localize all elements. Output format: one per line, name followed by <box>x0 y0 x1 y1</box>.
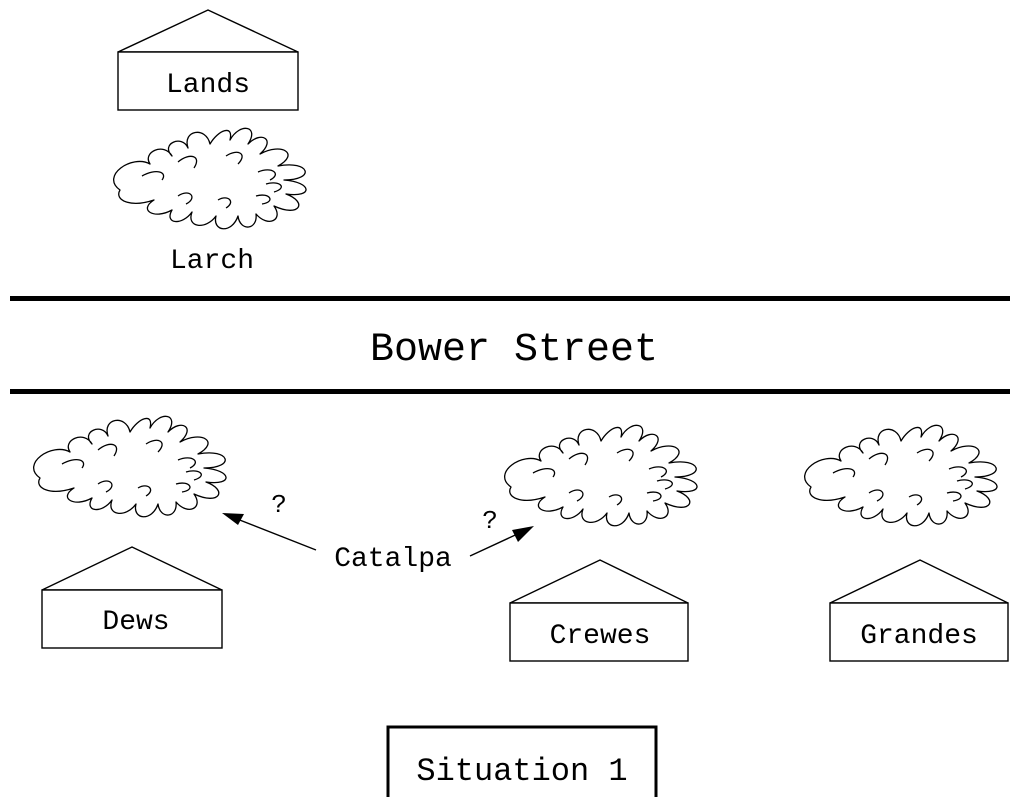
arrow-left-head <box>222 513 244 525</box>
tree-crewes-side <box>503 424 698 527</box>
street-bottom-edge <box>10 389 1010 394</box>
catalpa-label: Catalpa <box>334 544 452 575</box>
house-lands: Lands <box>117 9 299 111</box>
house-crewes-label: Crewes <box>550 621 651 652</box>
tree-larch: Larch <box>112 127 307 277</box>
street-top-edge <box>10 296 1010 301</box>
house-crewes-box <box>509 602 689 662</box>
house-dews-box <box>41 589 223 649</box>
tree-dews-side <box>32 415 227 518</box>
caption-text: Situation 1 <box>416 753 627 790</box>
catalpa-group: Catalpa ? ? <box>222 490 534 575</box>
house-lands-box <box>117 51 299 111</box>
arrow-right-head <box>512 526 534 542</box>
arrow-right-question: ? <box>482 506 498 536</box>
house-dews: Dews <box>41 546 223 649</box>
caption-box: Situation 1 <box>386 725 658 797</box>
house-lands-label: Lands <box>166 70 250 101</box>
house-dews-label: Dews <box>102 607 169 638</box>
house-grandes: Grandes <box>829 559 1009 662</box>
house-grandes-box <box>829 602 1009 662</box>
caption-frame <box>386 725 658 797</box>
house-grandes-label: Grandes <box>860 621 978 652</box>
house-crewes-roof <box>509 559 689 604</box>
arrow-left-shaft <box>231 516 317 551</box>
house-lands-roof <box>117 9 299 53</box>
street: Bower Street <box>10 296 1010 394</box>
tree-larch-label: Larch <box>170 246 254 277</box>
tree-grandes-side <box>803 424 998 527</box>
house-crewes: Crewes <box>509 559 689 662</box>
house-grandes-roof <box>829 559 1009 604</box>
house-dews-roof <box>41 546 223 591</box>
tree-larch-canopy <box>112 127 307 230</box>
street-name: Bower Street <box>370 328 658 373</box>
arrow-left-question: ? <box>271 490 287 520</box>
